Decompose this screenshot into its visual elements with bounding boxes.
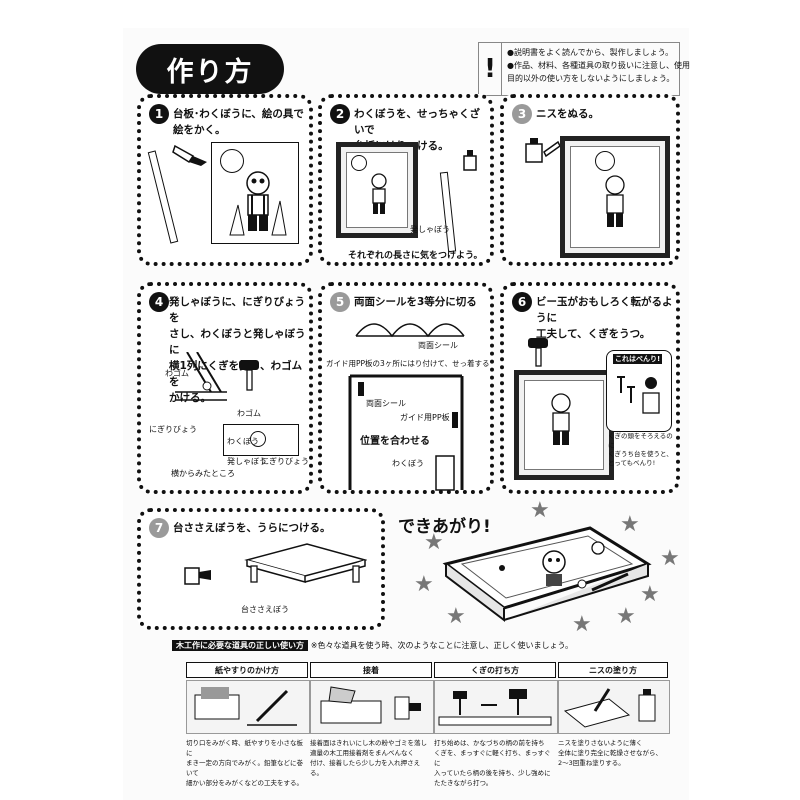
hammer-icon xyxy=(528,338,548,367)
step-2: 2 わくぼうを、せっちゃくざいで 台板にはりつける。 発しゃぼう それぞれの長さ… xyxy=(318,94,494,266)
star-decoration: ★ xyxy=(572,612,592,637)
tape-label-2: 両面シール xyxy=(366,399,406,408)
step-number: 5 xyxy=(330,292,350,312)
tip-title: これはべんり! xyxy=(613,354,663,364)
side-view-label: 横からみたところ xyxy=(171,469,235,478)
guide-tag: 木工作に必要な道具の正しい使い方 xyxy=(172,640,308,651)
step-number: 2 xyxy=(330,104,350,124)
rubber-band-label-2: わゴム xyxy=(237,409,261,418)
moon-drawing xyxy=(595,151,615,171)
push-pin-label: にぎりびょう xyxy=(149,425,197,434)
paintbrush-icon xyxy=(172,144,207,166)
nail-board-icon xyxy=(617,376,660,414)
varnish-illustration xyxy=(558,680,670,734)
attach-instruction: ガイド用PP板の3ヶ所にはり付けて、せっ着する xyxy=(326,359,490,368)
guide-box-text: 接着面はきれいにし木の粉やゴミを落し 適量の木工用接着剤をまんべんなく 付け、接… xyxy=(310,739,427,777)
star-decoration: ★ xyxy=(414,572,434,597)
star-decoration: ★ xyxy=(616,604,636,629)
character-drawing xyxy=(229,171,287,236)
guide-header: 木工作に必要な道具の正しい使い方 ※色々な道具を使う時、次のようなことに注意し、… xyxy=(172,640,573,651)
finished-heading: できあがり! xyxy=(398,517,491,537)
step-text: 台ささえぼうを、うらにつける。 xyxy=(173,522,331,534)
step-number: 3 xyxy=(512,104,532,124)
frame-stick-label: わくぼう xyxy=(392,459,424,468)
painted-board-image xyxy=(211,142,299,244)
double-sided-tape-diagram xyxy=(355,323,465,338)
warning-box: ! ●説明書をよく読んでから、製作しましょう。 ●作品、材料、各種道具の取り扱い… xyxy=(478,42,690,96)
step-text: 発しゃぼうに、にぎりびょうを さし、わくぼうと発しゃぼうに 横1列にくぎを打ち、… xyxy=(169,296,306,404)
guide-box-title: 紙やすりのかけ方 xyxy=(186,662,308,678)
guide-gluing: 接着 接着面はきれいにし木の粉やゴミを落し 適量の木工用接着剤をまんべんなく 付… xyxy=(310,662,434,777)
gluing-illustration xyxy=(310,680,434,734)
frame-stick-label: わくぼう xyxy=(227,437,259,446)
length-note: それぞれの長さに気をつけよう。 xyxy=(348,251,483,261)
star-decoration: ★ xyxy=(620,512,640,537)
guide-intro: ※色々な道具を使う時、次のようなことに注意し、正しく使いましょう。 xyxy=(310,641,574,650)
nailing-illustration xyxy=(434,680,558,734)
tip-text: くぎの頭をそろえるのに くぎうち台を使うと、 とってもべんり! xyxy=(608,432,673,467)
support-stick-diagram xyxy=(244,543,367,583)
step-6: 6 ビー玉がおもしろく転がるように 工夫して、くぎをうつ。 これはべんり! くぎ… xyxy=(500,282,680,494)
finished-game-image xyxy=(442,526,652,623)
guide-box-text: 打ち始めは、かなづちの柄の前を持ち くぎを、まっすぐに軽く打ち、まっすぐに 入っ… xyxy=(434,739,551,787)
nailed-frame-image xyxy=(514,370,614,480)
align-label: 位置を合わせる xyxy=(360,436,430,447)
character-drawing xyxy=(605,175,625,227)
guide-box-text: 切り口をみがく時、紙やすりを小さな板に まき一定の方向でみがく。鉛筆などに巻いて… xyxy=(186,739,303,787)
guide-nailing: くぎの打ち方 打ち始めは、かなづちの柄の前を持ち くぎを、まっすぐに軽く打ち、ま… xyxy=(434,662,558,787)
guide-box-text: ニスを塗りさないように薄く 全体に塗り完全に乾燥させながら、 2～3回重ね塗りす… xyxy=(558,739,662,767)
tip-bubble: これはべんり! xyxy=(606,350,672,432)
step-4: 4 発しゃぼうに、にぎりびょうを さし、わくぼうと発しゃぼうに 横1列にくぎを打… xyxy=(137,282,313,494)
guide-box-title: ニスの塗り方 xyxy=(558,662,668,678)
push-pin-label-2: にぎりびょう xyxy=(261,457,309,466)
rubber-band-diagram xyxy=(175,352,227,401)
step-text: ビー玉がおもしろく転がるように 工夫して、くぎをうつ。 xyxy=(536,296,673,340)
star-decoration: ★ xyxy=(640,582,660,607)
step-text: ニスをぬる。 xyxy=(536,108,599,120)
sandpaper-illustration xyxy=(186,680,310,734)
step-number: 7 xyxy=(149,518,169,538)
guide-sandpaper: 紙やすりのかけ方 切り口をみがく時、紙やすりを小さな板に まき一定の方向でみがく… xyxy=(186,662,310,787)
star-decoration: ★ xyxy=(446,604,466,629)
moon-drawing xyxy=(351,155,367,171)
step-number: 6 xyxy=(512,292,532,312)
step-3: 3 ニスをぬる。 xyxy=(500,94,680,266)
moon-drawing xyxy=(220,149,244,173)
hammer-icon xyxy=(239,360,259,391)
shooter-stick-label: 発しゃぼう xyxy=(227,457,267,466)
tape-label: 両面シール xyxy=(418,341,458,350)
rubber-band-label: わゴム xyxy=(165,369,189,378)
framed-board-image xyxy=(336,142,418,238)
step-text: 台板･わくぼうに、絵の具で 絵をかく。 xyxy=(173,108,304,136)
guide-box-title: くぎの打ち方 xyxy=(434,662,556,678)
step-number: 4 xyxy=(149,292,169,312)
step-1: 1 台板･わくぼうに、絵の具で 絵をかく。 xyxy=(137,94,313,266)
step-5: 5 両面シールを3等分に切る 両面シール ガイド用PP板の3ヶ所にはり付けて、せ… xyxy=(318,282,494,494)
page-title: 作り方 xyxy=(136,44,284,94)
glue-bottle-icon xyxy=(184,567,211,585)
character-drawing xyxy=(371,173,387,214)
shooter-stick-label: 発しゃぼう xyxy=(410,225,450,234)
warning-line: ●説明書をよく読んでから、製作しましょう。 xyxy=(507,48,674,57)
frame-stick-image xyxy=(439,171,457,253)
side-view-diagram xyxy=(223,424,299,456)
glue-bottle-icon xyxy=(463,150,477,171)
guide-varnish: ニスの塗り方 ニスを塗りさないように薄く 全体に塗り完全に乾燥させながら、 2～… xyxy=(558,662,670,767)
warning-line: 目的以外の使い方をしないようにしましょう。 xyxy=(507,74,675,83)
support-stick-label: 台ささえぼう xyxy=(241,605,289,614)
step-number: 1 xyxy=(149,104,169,124)
step-text: 両面シールを3等分に切る xyxy=(354,296,477,308)
guide-plate-diagram xyxy=(348,374,464,491)
varnish-brush-icon xyxy=(525,138,561,163)
character-drawing xyxy=(551,393,571,445)
star-decoration: ★ xyxy=(530,498,550,523)
warning-line: ●作品、材料、各種道具の取り扱いに注意し、使用 xyxy=(507,61,690,70)
guide-plate-label: ガイド用PP板 xyxy=(400,413,450,422)
exclamation-icon: ! xyxy=(479,43,502,95)
star-decoration: ★ xyxy=(424,530,444,555)
star-decoration: ★ xyxy=(660,546,680,571)
guide-box-title: 接着 xyxy=(310,662,432,678)
step-7: 7 台ささえぼうを、うらにつける。 台ささえぼう xyxy=(137,508,385,630)
varnished-frame-image xyxy=(560,136,670,258)
